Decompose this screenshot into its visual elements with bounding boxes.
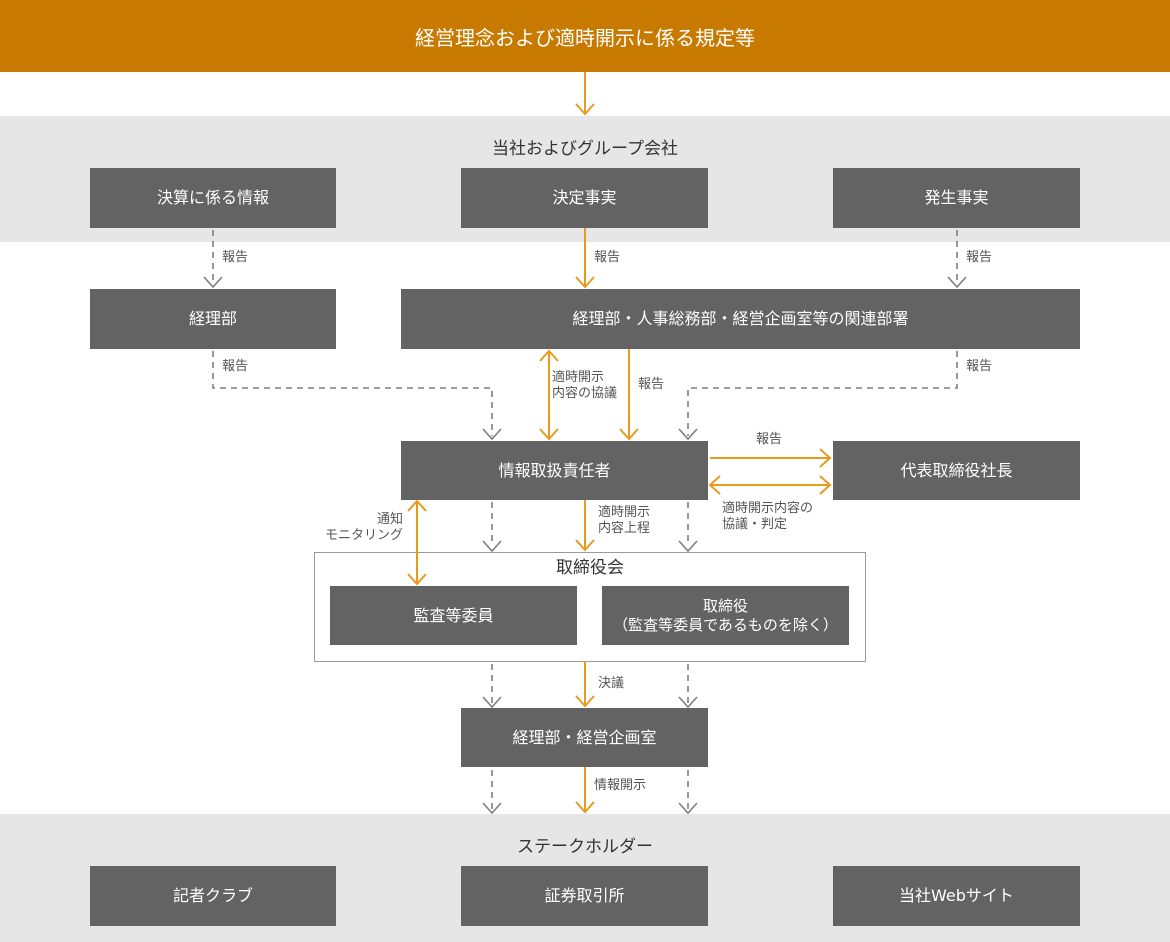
arrow-banner-to-group (575, 72, 595, 116)
label-report-3: 報告 (966, 250, 993, 265)
stakeholders-title: ステークホルダー (517, 837, 653, 857)
board-title: 取締役会 (556, 558, 624, 578)
label-consult-line1: 適時開示 (552, 370, 605, 385)
header-title: 経営理念および適時開示に係る規定等 (415, 25, 755, 50)
label-notify-line2: モニタリング (324, 528, 403, 544)
box-financial-info-label: 決算に係る情報 (156, 188, 269, 207)
head-accounting-officer (482, 428, 502, 441)
box-disclosure-dept-label: 経理部・経営企画室 (512, 727, 657, 747)
box-decided-facts: 決定事実 (461, 168, 708, 228)
label-report-4: 報告 (222, 359, 249, 374)
box-website: 当社Webサイト (833, 866, 1080, 926)
box-accounting-dept-label: 経理部 (188, 309, 237, 328)
dash-accounting-to-officer (212, 351, 493, 436)
label-report-6: 報告 (638, 377, 665, 392)
label-consult-line2: 内容の協議 (552, 386, 618, 402)
label-report-2: 報告 (594, 250, 621, 265)
head-dept-left (482, 696, 502, 709)
head-related-officer (678, 428, 698, 441)
head-board-right (678, 540, 698, 553)
dash-related-to-officer (687, 351, 958, 436)
head-occurred (947, 276, 967, 289)
box-directors-label: 取締役 (702, 596, 748, 615)
box-stock-exchange: 証券取引所 (461, 866, 708, 926)
box-decided-facts-label: 決定事実 (552, 188, 617, 207)
arrow-resolution (575, 661, 595, 708)
box-stock-exchange-label: 証券取引所 (544, 886, 625, 905)
label-notify-line1: 通知 (376, 512, 403, 527)
arrow-disclosure (575, 767, 595, 814)
box-disclosure-dept: 経理部・経営企画室 (461, 708, 708, 767)
label-report-5: 報告 (966, 359, 993, 374)
label-agenda-line2: 内容上程 (598, 521, 651, 537)
box-press-club: 記者クラブ (90, 866, 336, 926)
arrow-consult (539, 349, 559, 441)
label-judge-line2: 協議・判定 (722, 517, 788, 533)
box-directors: 取締役 （監査等委員であるものを除く） (602, 586, 849, 645)
label-judge: 適時開示内容の 協議・判定 (722, 501, 813, 534)
box-website-label: 当社Webサイト (899, 886, 1014, 905)
box-info-officer-label: 情報取扱責任者 (498, 460, 611, 480)
arrow-notify (407, 499, 427, 586)
box-president-label: 代表取締役社長 (900, 460, 1013, 480)
box-directors-note: （監査等委員であるものを除く） (613, 615, 838, 634)
header-banner: 経営理念および適時開示に係る規定等 (0, 0, 1170, 72)
label-disclosure: 情報開示 (594, 778, 647, 793)
head-board-left (482, 540, 502, 553)
box-financial-info: 決算に係る情報 (90, 168, 336, 228)
head-stake-left (482, 802, 502, 815)
box-info-officer: 情報取扱責任者 (401, 441, 708, 500)
label-agenda: 適時開示 内容上程 (598, 505, 650, 538)
box-related-depts-label: 経理部・人事総務部・経営企画室等の関連部署 (572, 309, 909, 328)
label-notify: 通知 モニタリング (323, 512, 403, 545)
box-audit-committee-label: 監査等委員 (413, 605, 494, 625)
label-judge-line1: 適時開示内容の (722, 501, 814, 516)
box-occurred-facts-label: 発生事実 (924, 188, 989, 207)
box-accounting-dept: 経理部 (90, 289, 336, 349)
label-report-president: 報告 (756, 432, 783, 447)
label-consult: 適時開示 内容の協議 (552, 370, 617, 403)
box-president: 代表取締役社長 (833, 441, 1080, 500)
arrow-officer-to-president (710, 448, 832, 468)
arrow-decided-to-related (575, 228, 595, 289)
arrow-judge (708, 475, 832, 495)
box-audit-committee: 監査等委員 (330, 586, 577, 645)
box-press-club-label: 記者クラブ (172, 886, 253, 905)
head-dept-right (678, 696, 698, 709)
box-occurred-facts: 発生事実 (833, 168, 1080, 228)
arrow-agenda (575, 500, 595, 552)
arrow-related-to-officer (619, 349, 639, 441)
label-report-1: 報告 (222, 250, 249, 265)
label-resolution: 決議 (598, 676, 625, 691)
label-agenda-line1: 適時開示 (598, 505, 651, 520)
box-related-depts: 経理部・人事総務部・経営企画室等の関連部署 (401, 289, 1080, 349)
group-title: 当社およびグループ会社 (492, 139, 678, 159)
head-stake-right (678, 802, 698, 815)
head-financial (203, 276, 223, 289)
